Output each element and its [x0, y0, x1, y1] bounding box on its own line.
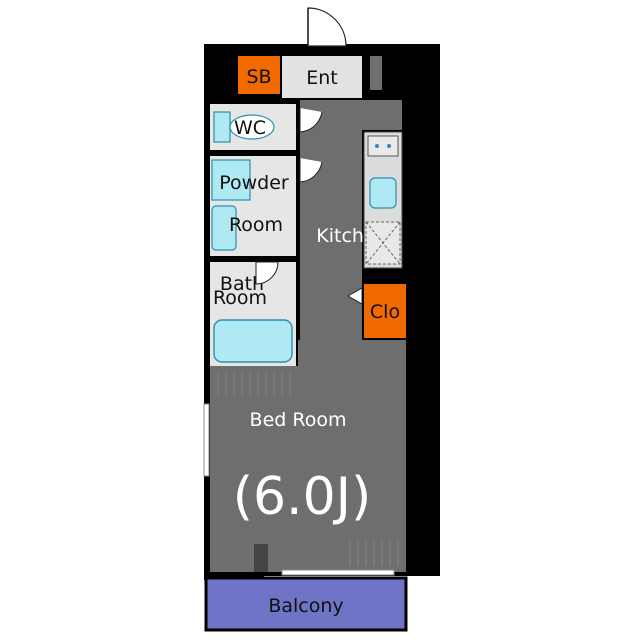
bathtub-icon: [213, 319, 293, 363]
powder-door-icon: [299, 158, 323, 183]
bath-door-icon: [255, 261, 279, 285]
sb-label: SB: [246, 66, 271, 88]
powder-label-2: Room: [229, 214, 283, 236]
ent-label: Ent: [306, 67, 338, 89]
bed-room-main: [210, 366, 406, 572]
window-left: [203, 403, 210, 477]
balcony-label: Balcony: [268, 595, 343, 617]
bed-room-label: Bed Room: [250, 409, 347, 431]
bath-label-1: Bath: [220, 273, 264, 295]
column: [254, 544, 268, 572]
entrance-area: [282, 56, 362, 98]
wc-door-icon: [299, 108, 323, 133]
washing-machine-icon: [211, 205, 237, 251]
washbasin-icon: [211, 159, 251, 201]
closet-door-icon: [346, 287, 363, 305]
toilet-tank-icon: [213, 111, 231, 143]
entrance-shoe-cabinet: [370, 56, 382, 90]
balcony-area: [204, 576, 408, 632]
bath-label-2: Room: [213, 287, 267, 309]
sb-area: [238, 56, 280, 94]
wc-label: WC: [234, 117, 266, 139]
closet-area: [364, 284, 406, 338]
sink-icon: [369, 177, 397, 209]
entrance-door-icon: [307, 7, 347, 47]
stove-icon: [367, 135, 399, 157]
bed-room-size: (6.0J): [233, 467, 372, 527]
balcony-door: [281, 569, 395, 576]
clo-label: Clo: [370, 301, 400, 323]
toilet-bowl-icon: [229, 114, 275, 140]
kitchen-floor-side: [362, 100, 402, 130]
powder-label-1: Powder: [219, 172, 289, 194]
bed-room-upper: [298, 340, 406, 370]
floor-hatching: [217, 372, 399, 566]
